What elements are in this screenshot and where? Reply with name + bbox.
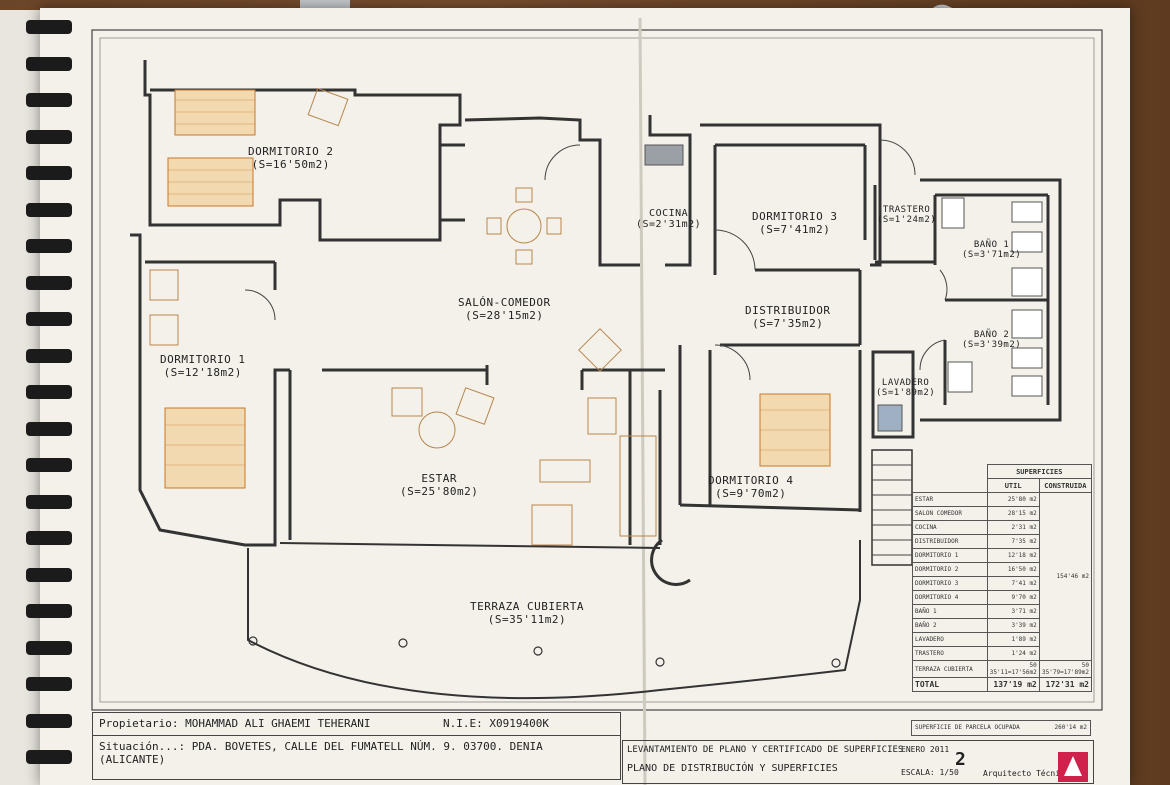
col-util: UTIL (986, 478, 1040, 493)
surface-name: BAÑO 2 (912, 618, 988, 633)
spiral-binding (6, 10, 86, 785)
spiral-ring (26, 20, 72, 34)
room-estar: ESTAR(S=25'80m2) (400, 472, 479, 498)
room-trastero: TRASTERO(S=1'24m2) (877, 205, 937, 225)
spiral-ring (26, 239, 72, 253)
col-construida: CONSTRUIDA (1038, 478, 1093, 493)
surfaces-title: SUPERFICIES (986, 464, 1092, 479)
surface-util: 9'70 m2 (986, 590, 1040, 605)
room-dormitorio-1: DORMITORIO 1(S=12'18m2) (160, 353, 246, 379)
room-lavadero: LAVADERO(S=1'89m2) (876, 378, 936, 398)
spiral-ring (26, 93, 72, 107)
owner-title-block: Propietario: MOHAMMAD ALI GHAEMI TEHERAN… (92, 712, 621, 780)
levantamiento: LEVANTAMIENTO DE PLANO Y CERTIFICADO DE … (627, 745, 904, 755)
spiral-ring (26, 677, 72, 691)
parcela-value: 260'14 m2 (1054, 724, 1087, 731)
total-label: TOTAL (912, 677, 988, 692)
escala: ESCALA: 1/50 (901, 768, 959, 777)
propietario: Propietario: MOHAMMAD ALI GHAEMI TEHERAN… (99, 717, 371, 730)
spiral-ring (26, 604, 72, 618)
spiral-ring (26, 348, 72, 363)
surface-name: DORMITORIO 2 (912, 562, 988, 577)
spiral-ring (26, 640, 72, 655)
sheet-number: 2 (955, 749, 966, 770)
surface-util: 12'18 m2 (986, 548, 1040, 563)
spiral-ring (26, 166, 72, 180)
room-bano-2: BAÑO 2(S=3'39m2) (962, 330, 1022, 350)
college-logo-icon (1058, 752, 1088, 782)
surface-util: 50 35'11=17'56m2 (986, 660, 1040, 678)
surface-name: DISTRIBUIDOR (912, 534, 988, 549)
surface-util: 7'35 m2 (986, 534, 1040, 549)
surface-name: DORMITORIO 4 (912, 590, 988, 605)
spiral-ring (26, 750, 72, 764)
situacion: Situación...: PDA. BOVETES, CALLE DEL FU… (99, 740, 543, 766)
surface-name: BAÑO 1 (912, 604, 988, 619)
construida-block: 154'46 m2 (1038, 492, 1093, 661)
surface-util: 16'50 m2 (986, 562, 1040, 577)
surface-name: DORMITORIO 1 (912, 548, 988, 563)
firmante: Arquitecto Técnico (983, 769, 1070, 778)
spiral-ring (26, 458, 72, 472)
total-construida: 172'31 m2 (1038, 677, 1093, 692)
surface-name: LAVADERO (912, 632, 988, 647)
surface-util: 3'71 m2 (986, 604, 1040, 619)
terraza-construida: 50 35'79=17'89m2 (1038, 660, 1093, 678)
spiral-ring (26, 713, 72, 728)
spiral-ring (26, 56, 72, 71)
nie: N.I.E: X0919400K (443, 717, 549, 730)
surface-name: COCINA (912, 520, 988, 535)
spiral-ring (26, 312, 72, 326)
parcela-label: SUPERFICIE DE PARCELA OCUPADA (915, 724, 1020, 731)
surface-util: 3'39 m2 (986, 618, 1040, 633)
spiral-ring (26, 385, 72, 399)
room-distribuidor: DISTRIBUIDOR(S=7'35m2) (745, 304, 831, 330)
room-salon-comedor: SALÓN-COMEDOR(S=28'15m2) (458, 296, 551, 322)
surface-name: ESTAR (912, 492, 988, 507)
spiral-ring (26, 202, 72, 217)
drawing-title-block: LEVANTAMIENTO DE PLANO Y CERTIFICADO DE … (622, 740, 1094, 784)
spiral-ring (26, 421, 72, 436)
surface-name: TRASTERO (912, 646, 988, 661)
parcela-box: SUPERFICIE DE PARCELA OCUPADA 260'14 m2 (911, 720, 1091, 736)
total-util: 137'19 m2 (986, 677, 1040, 692)
surface-name: SALON COMEDOR (912, 506, 988, 521)
surface-name: DORMITORIO 3 (912, 576, 988, 591)
surface-util: 1'89 m2 (986, 632, 1040, 647)
spiral-ring (26, 494, 72, 509)
surface-util: 25'80 m2 (986, 492, 1040, 507)
spiral-ring (26, 531, 72, 545)
surface-util: 2'31 m2 (986, 520, 1040, 535)
surface-util: 1'24 m2 (986, 646, 1040, 661)
fecha: ENERO 2011 (901, 745, 950, 754)
surface-util: 28'15 m2 (986, 506, 1040, 521)
room-dormitorio-4: DORMITORIO 4(S=9'70m2) (708, 474, 794, 500)
room-terraza-cubierta: TERRAZA CUBIERTA(S=35'11m2) (470, 600, 584, 626)
room-cocina: COCINA(S=2'31m2) (636, 208, 702, 230)
surface-name: TERRAZA CUBIERTA (912, 660, 988, 678)
spiral-ring (26, 129, 72, 144)
plano-title: PLANO DE DISTRIBUCIÓN Y SUPERFICIES (627, 763, 838, 774)
spiral-ring (26, 275, 72, 290)
spiral-ring (26, 567, 72, 582)
surface-util: 7'41 m2 (986, 576, 1040, 591)
room-bano-1: BAÑO 1(S=3'71m2) (962, 240, 1022, 260)
room-dormitorio-3: DORMITORIO 3(S=7'41m2) (752, 210, 838, 236)
room-dormitorio-2: DORMITORIO 2(S=16'50m2) (248, 145, 334, 171)
